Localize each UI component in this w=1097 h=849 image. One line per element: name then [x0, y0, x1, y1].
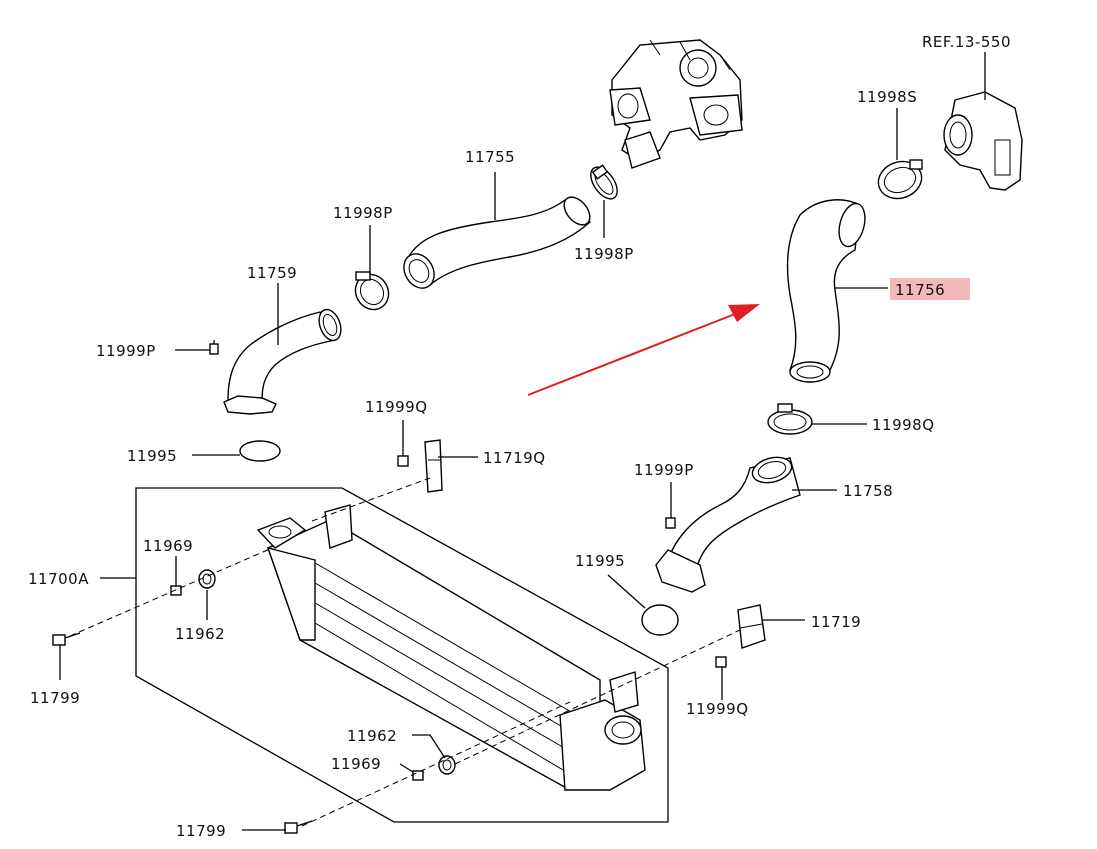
label-11999P-left: 11999P [96, 342, 156, 360]
clamp-11998Q [767, 403, 813, 435]
label-11998P-right: 11998P [574, 245, 634, 263]
hose-11755 [403, 196, 592, 289]
oring-11995-right [641, 604, 679, 636]
label-11999Q-lower: 11999Q [686, 700, 749, 718]
nut-11969-upper [170, 585, 182, 596]
label-11998Q: 11998Q [872, 416, 935, 434]
red-arrow [527, 304, 760, 396]
hose-11759 [223, 308, 342, 415]
hose-11758 [655, 456, 801, 593]
clamp-11998S [877, 159, 923, 200]
label-11969-upper: 11969 [143, 537, 193, 555]
assembly-box [135, 487, 669, 823]
grommet-11962-lower [438, 755, 456, 775]
label-11799-upper: 11799 [30, 689, 80, 707]
bolt-11999P-right [665, 517, 676, 529]
label-11759: 11759 [247, 264, 297, 282]
nut-11969-lower [412, 770, 424, 781]
bolt-11999P-left [209, 340, 219, 355]
ref-label: REF.13-550 [922, 33, 1011, 51]
label-11998S: 11998S [857, 88, 917, 106]
label-11756: 11756 [895, 281, 945, 299]
label-11758: 11758 [843, 482, 893, 500]
label-11999Q-upper: 11999Q [365, 398, 428, 416]
assembly-dashes [69, 477, 741, 827]
label-11719Q: 11719Q [483, 449, 546, 467]
label-11999P-right: 11999P [634, 461, 694, 479]
intercooler [256, 504, 646, 791]
label-11755: 11755 [465, 148, 515, 166]
throttle-body [943, 91, 1023, 191]
oring-11995-left [239, 440, 281, 462]
label-11962-lower: 11962 [347, 727, 397, 745]
leader-lines [59, 52, 986, 831]
label-11969-lower: 11969 [331, 755, 381, 773]
label-11962-upper: 11962 [175, 625, 225, 643]
bolt-11799-upper [52, 632, 81, 646]
clamp-11998P-upper [590, 164, 618, 200]
bolt-11999Q-upper [397, 455, 409, 467]
label-11799-lower: 11799 [176, 822, 226, 840]
label-11998P-left: 11998P [333, 204, 393, 222]
label-11995-left: 11995 [127, 447, 177, 465]
clamp-11998P-lower [354, 271, 390, 311]
bolt-11799-lower [284, 820, 313, 834]
bracket-11719 [737, 604, 766, 649]
bolt-11999Q-lower [715, 656, 727, 668]
hose-11756 [786, 199, 866, 383]
bracket-11719Q [424, 439, 443, 493]
label-11700A: 11700A [28, 570, 89, 588]
turbocharger [609, 39, 743, 169]
highlight-11756 [890, 278, 970, 300]
label-11995-right: 11995 [575, 552, 625, 570]
label-11719: 11719 [811, 613, 861, 631]
